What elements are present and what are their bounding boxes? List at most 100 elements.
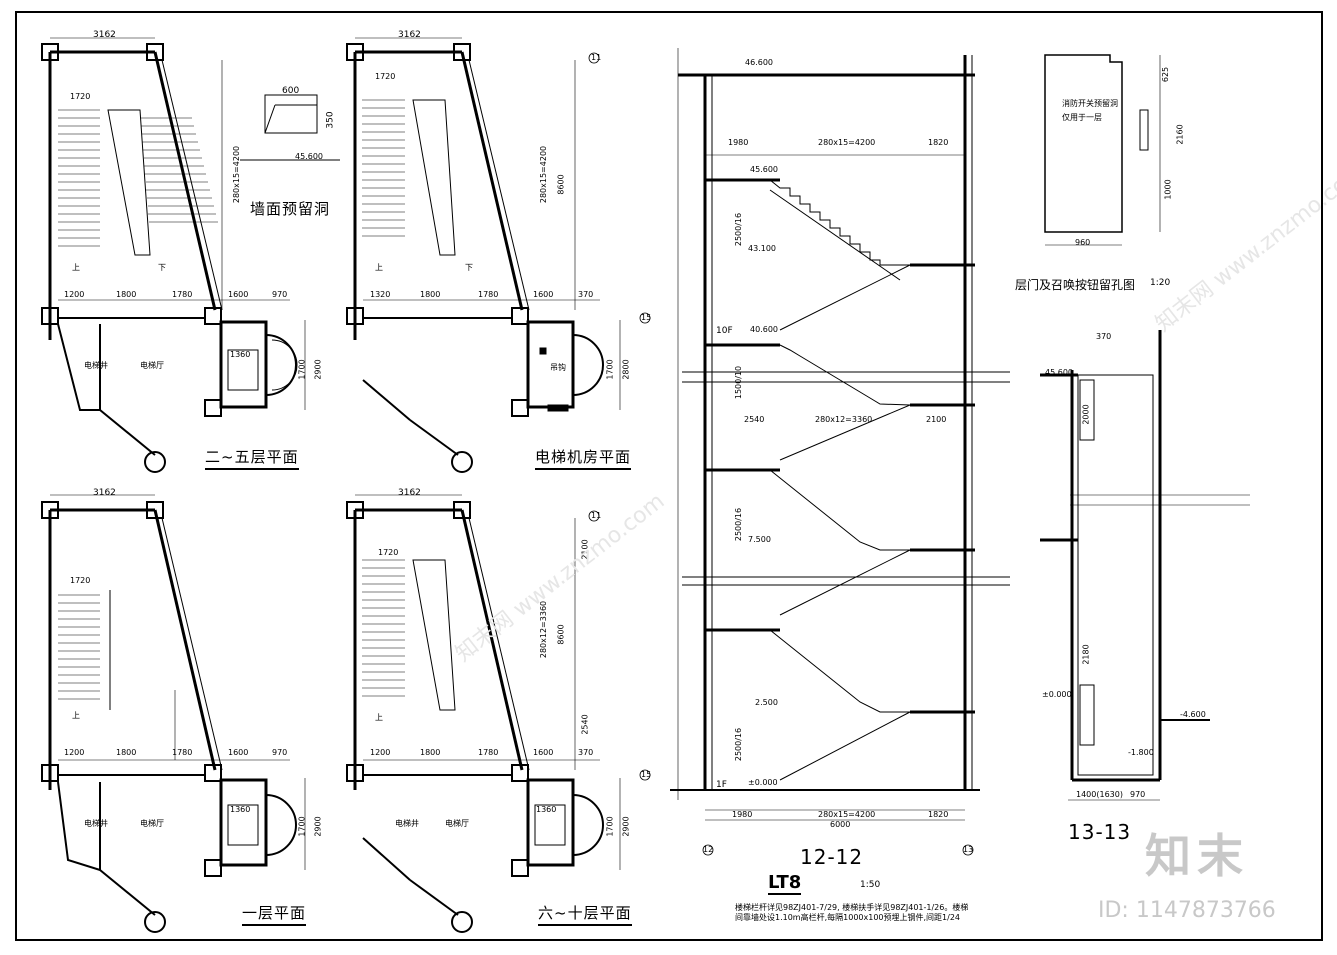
- dim-1600-a: 1600: [228, 290, 249, 299]
- dim-3162-b: 3162: [398, 30, 421, 40]
- title-machine-room: 电梯机房平面: [535, 446, 632, 470]
- plan-machine-room: [346, 37, 651, 473]
- dim-1700-c: 1700: [297, 816, 307, 837]
- title-floor-1: 一层平面: [242, 902, 307, 926]
- level-minus4600: -4.600: [1180, 710, 1206, 719]
- dim-1700-d: 1700: [605, 816, 615, 837]
- run-4200-top: 280x15=4200: [818, 138, 876, 147]
- dim-1800-a: 1800: [116, 290, 137, 299]
- dim-1360-a: 1360: [230, 350, 251, 359]
- run-3360-section: 280x12=3360: [815, 415, 873, 424]
- dim-3162-d: 3162: [398, 488, 421, 498]
- dim-970-s13: 970: [1130, 790, 1146, 799]
- dim-370-b: 370: [578, 290, 594, 299]
- label-down-a: 下: [158, 263, 166, 272]
- title-section-13: 13-13: [1068, 820, 1132, 844]
- title-floors-2-5: 二~五层平面: [205, 446, 299, 470]
- axis-12-section: 12: [703, 845, 714, 854]
- label-up-b: 上: [375, 263, 383, 272]
- plan-floor-1: [41, 494, 306, 933]
- level-45600-s13: 45.600: [1045, 368, 1073, 377]
- dim-1400-s13: 1400(1630): [1076, 790, 1123, 799]
- flight-label-a: 2500/16: [734, 212, 744, 247]
- dim-970-c: 970: [272, 748, 288, 757]
- dim-2000-s13: 2000: [1081, 404, 1091, 425]
- dim-1000-door: 1000: [1163, 179, 1173, 200]
- dim-970-a: 970: [272, 290, 288, 299]
- dim-1820-top: 1820: [928, 138, 949, 147]
- level-45600-wall: 45.600: [295, 152, 323, 161]
- dim-6000-bottom: 6000: [830, 820, 851, 829]
- dim-2540-d: 2540: [580, 714, 590, 735]
- dim-1800-c: 1800: [116, 748, 137, 757]
- label-up-c: 上: [72, 711, 80, 720]
- flight-label-c: 2500/16: [734, 507, 744, 542]
- dim-960-door: 960: [1075, 238, 1091, 247]
- dim-8600-b: 8600: [556, 174, 566, 195]
- axis-13-section: 13: [963, 845, 974, 854]
- axis-11-bottom: 11: [591, 511, 602, 520]
- dim-1200-a: 1200: [64, 290, 85, 299]
- label-up-a: 上: [72, 263, 80, 272]
- dim-2100-section: 2100: [926, 415, 947, 424]
- dim-1780-c: 1780: [172, 748, 193, 757]
- label-elevator-shaft-d: 电梯井: [395, 819, 419, 828]
- label-elevator-shaft-a: 电梯井: [84, 361, 108, 370]
- floor-mark-1f: 1F: [716, 780, 727, 790]
- dim-2900-a: 2900: [313, 359, 323, 380]
- dim-1720-c: 1720: [70, 576, 91, 585]
- dim-1800-d: 1800: [420, 748, 441, 757]
- dim-1600-d: 1600: [533, 748, 554, 757]
- note-switch-box: 消防开关预留洞: [1062, 99, 1118, 108]
- run-label-a: 280x15=4200: [232, 145, 242, 204]
- dim-3162-a: 3162: [93, 30, 116, 40]
- dim-1720-b: 1720: [375, 72, 396, 81]
- dim-1320-b: 1320: [370, 290, 391, 299]
- level-7500: 7.500: [748, 535, 771, 544]
- dim-350-wall: 350: [325, 111, 336, 129]
- run-label-b: 280x15=4200: [539, 145, 549, 204]
- dim-1820-bottom: 1820: [928, 810, 949, 819]
- dim-1980-bottom: 1980: [732, 810, 753, 819]
- dim-1800-b: 1800: [420, 290, 441, 299]
- label-machine-hook: 吊钩: [550, 363, 566, 372]
- level-46600: 46.600: [745, 58, 773, 67]
- dim-1720-a: 1720: [70, 92, 91, 101]
- dim-1780-a: 1780: [172, 290, 193, 299]
- level-45600: 45.600: [750, 165, 778, 174]
- dim-1360-c: 1360: [230, 805, 251, 814]
- scale-door-opening: 1:20: [1150, 278, 1171, 288]
- dim-8600-d: 8600: [556, 624, 566, 645]
- flight-label-b: 1500/10: [734, 365, 744, 400]
- label-elevator-hall-c: 电梯厅: [140, 819, 164, 828]
- section-12-12: [670, 48, 1010, 856]
- dim-2900-c: 2900: [313, 816, 323, 837]
- label-elevator-hall-d: 电梯厅: [445, 819, 469, 828]
- axis-11-top: 11: [591, 53, 602, 62]
- title-door-opening: 层门及召唤按钮留孔图: [1015, 278, 1136, 292]
- watermark-id: ID: 1147873766: [1098, 898, 1276, 923]
- dim-625-door: 625: [1161, 66, 1171, 83]
- floor-mark-10f: 10F: [716, 326, 733, 336]
- dim-1980-top: 1980: [728, 138, 749, 147]
- dim-2180-s13: 2180: [1081, 644, 1091, 665]
- level-2500: 2.500: [755, 698, 778, 707]
- scale-lt8: 1:50: [860, 880, 881, 890]
- door-opening-detail: [1044, 54, 1161, 246]
- dim-1720-d: 1720: [378, 548, 399, 557]
- note-first-floor: 仅用于一层: [1062, 113, 1102, 122]
- axis-15-top: 15: [641, 313, 652, 322]
- dim-1700-b: 1700: [605, 359, 615, 380]
- stair-treads-a: [58, 109, 100, 247]
- dim-2540-section: 2540: [744, 415, 765, 424]
- dim-1780-b: 1780: [478, 290, 499, 299]
- dim-2900-d: 2900: [621, 816, 631, 837]
- title-floors-6-10: 六~十层平面: [538, 902, 632, 926]
- level-40600: 40.600: [750, 325, 778, 334]
- dim-2160-door: 2160: [1175, 124, 1185, 145]
- dim-1600-b: 1600: [533, 290, 554, 299]
- level-minus1800: -1.800: [1128, 748, 1154, 757]
- dim-370-s13: 370: [1096, 332, 1112, 341]
